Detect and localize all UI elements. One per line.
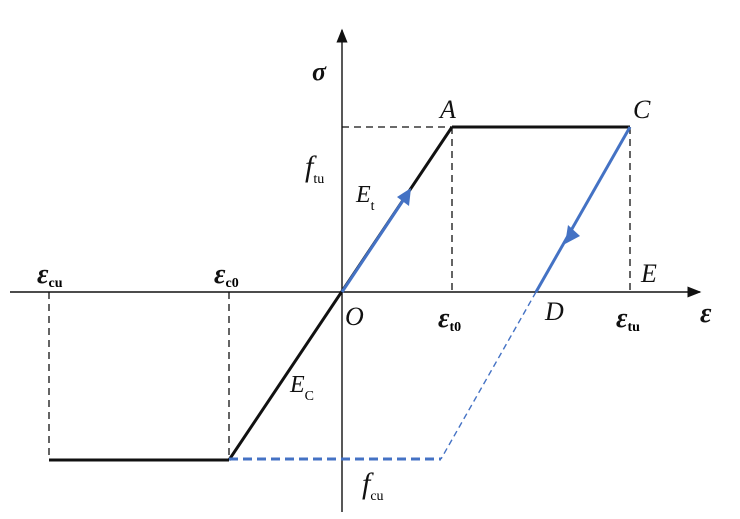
- strain-label-eps-t0: εt0: [438, 303, 461, 335]
- strain-label-eps-tu: εtu: [616, 303, 640, 335]
- y-axis-label: σ: [312, 57, 327, 86]
- reloading-dashed-line: [440, 291, 537, 460]
- modulus-label-E-c: EC: [289, 372, 314, 404]
- loading-arrow-icon: [397, 188, 411, 206]
- modulus-label-E-t: Et: [355, 182, 375, 214]
- point-label-D: D: [544, 297, 564, 326]
- stress-label-f-tu: ftu: [305, 150, 324, 187]
- point-label-E: E: [640, 259, 657, 288]
- unloading-arrow-icon: [565, 225, 580, 244]
- unloading-line-CD: [534, 126, 632, 293]
- strain-label-eps-c0: εc0: [214, 259, 239, 291]
- stress-label-f-cu: fcu: [362, 467, 384, 504]
- strain-label-eps-cu: εcu: [37, 259, 63, 291]
- loading-line-compression-tension: [227, 126, 454, 461]
- x-axis-label: ε: [700, 298, 712, 329]
- point-label-A: A: [438, 95, 456, 124]
- loading-line-Et: [340, 192, 410, 293]
- point-label-O: O: [345, 302, 364, 331]
- point-label-C: C: [633, 95, 651, 124]
